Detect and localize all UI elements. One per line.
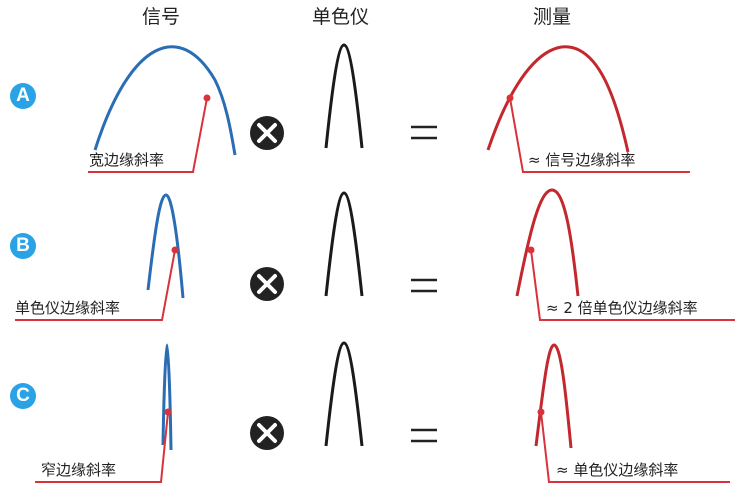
- row-b-signal-note: 单色仪边缘斜率: [15, 299, 121, 317]
- row-a-measurement-note: ≈ 信号边缘斜率: [528, 151, 636, 169]
- row-b-measurement-leader: [530, 249, 735, 321]
- row-c-measurement-marker: [537, 408, 545, 416]
- row-a-signal-note: 宽边缘斜率: [89, 151, 165, 169]
- row-c-signal-marker: [164, 408, 172, 416]
- row-c-measurement-curve: [534, 343, 573, 449]
- row-c-measurement-note: ≈ 单色仪边缘斜率: [556, 461, 679, 479]
- row-b-signal-marker: [171, 246, 179, 254]
- row-a-measurement-curve: [486, 45, 630, 153]
- header-monochromator: 单色仪: [312, 6, 370, 28]
- row-a-signal-leader: [88, 97, 208, 173]
- row-b-signal-curve: [146, 193, 185, 299]
- row-c-times-icon: [250, 416, 284, 450]
- row-c-monochromator-curve: [324, 341, 364, 447]
- row-b-measurement-curve: [515, 188, 580, 297]
- row-c-signal-leader: [35, 411, 169, 483]
- row-b-times-icon: [250, 267, 284, 301]
- row-a-signal-curve: [93, 45, 237, 156]
- row-b-measurement-marker: [527, 246, 535, 254]
- row-c-measurement-leader: [540, 411, 730, 483]
- row-c-equals-sign: [411, 428, 437, 443]
- row-a-badge: A: [10, 83, 36, 109]
- row-a-times-icon: [250, 116, 284, 150]
- row-b-equals-sign: [411, 278, 437, 293]
- header-signal: 信号: [142, 6, 181, 28]
- header-measurement: 测量: [533, 6, 572, 28]
- row-b-badge: B: [10, 233, 36, 259]
- row-a-measurement-marker: [506, 94, 514, 102]
- row-c-badge: C: [10, 383, 36, 409]
- row-c-signal-note: 窄边缘斜率: [41, 461, 117, 479]
- row-b-monochromator-curve: [324, 191, 364, 297]
- row-a-signal-marker: [203, 94, 211, 102]
- row-b-signal-leader: [15, 249, 176, 321]
- row-a-monochromator-curve: [324, 43, 364, 149]
- row-c-signal-curve: [161, 343, 173, 451]
- row-b-measurement-note: ≈ 2 倍单色仪边缘斜率: [546, 299, 698, 317]
- row-a-equals-sign: [411, 125, 437, 140]
- row-a-measurement-leader: [509, 97, 690, 173]
